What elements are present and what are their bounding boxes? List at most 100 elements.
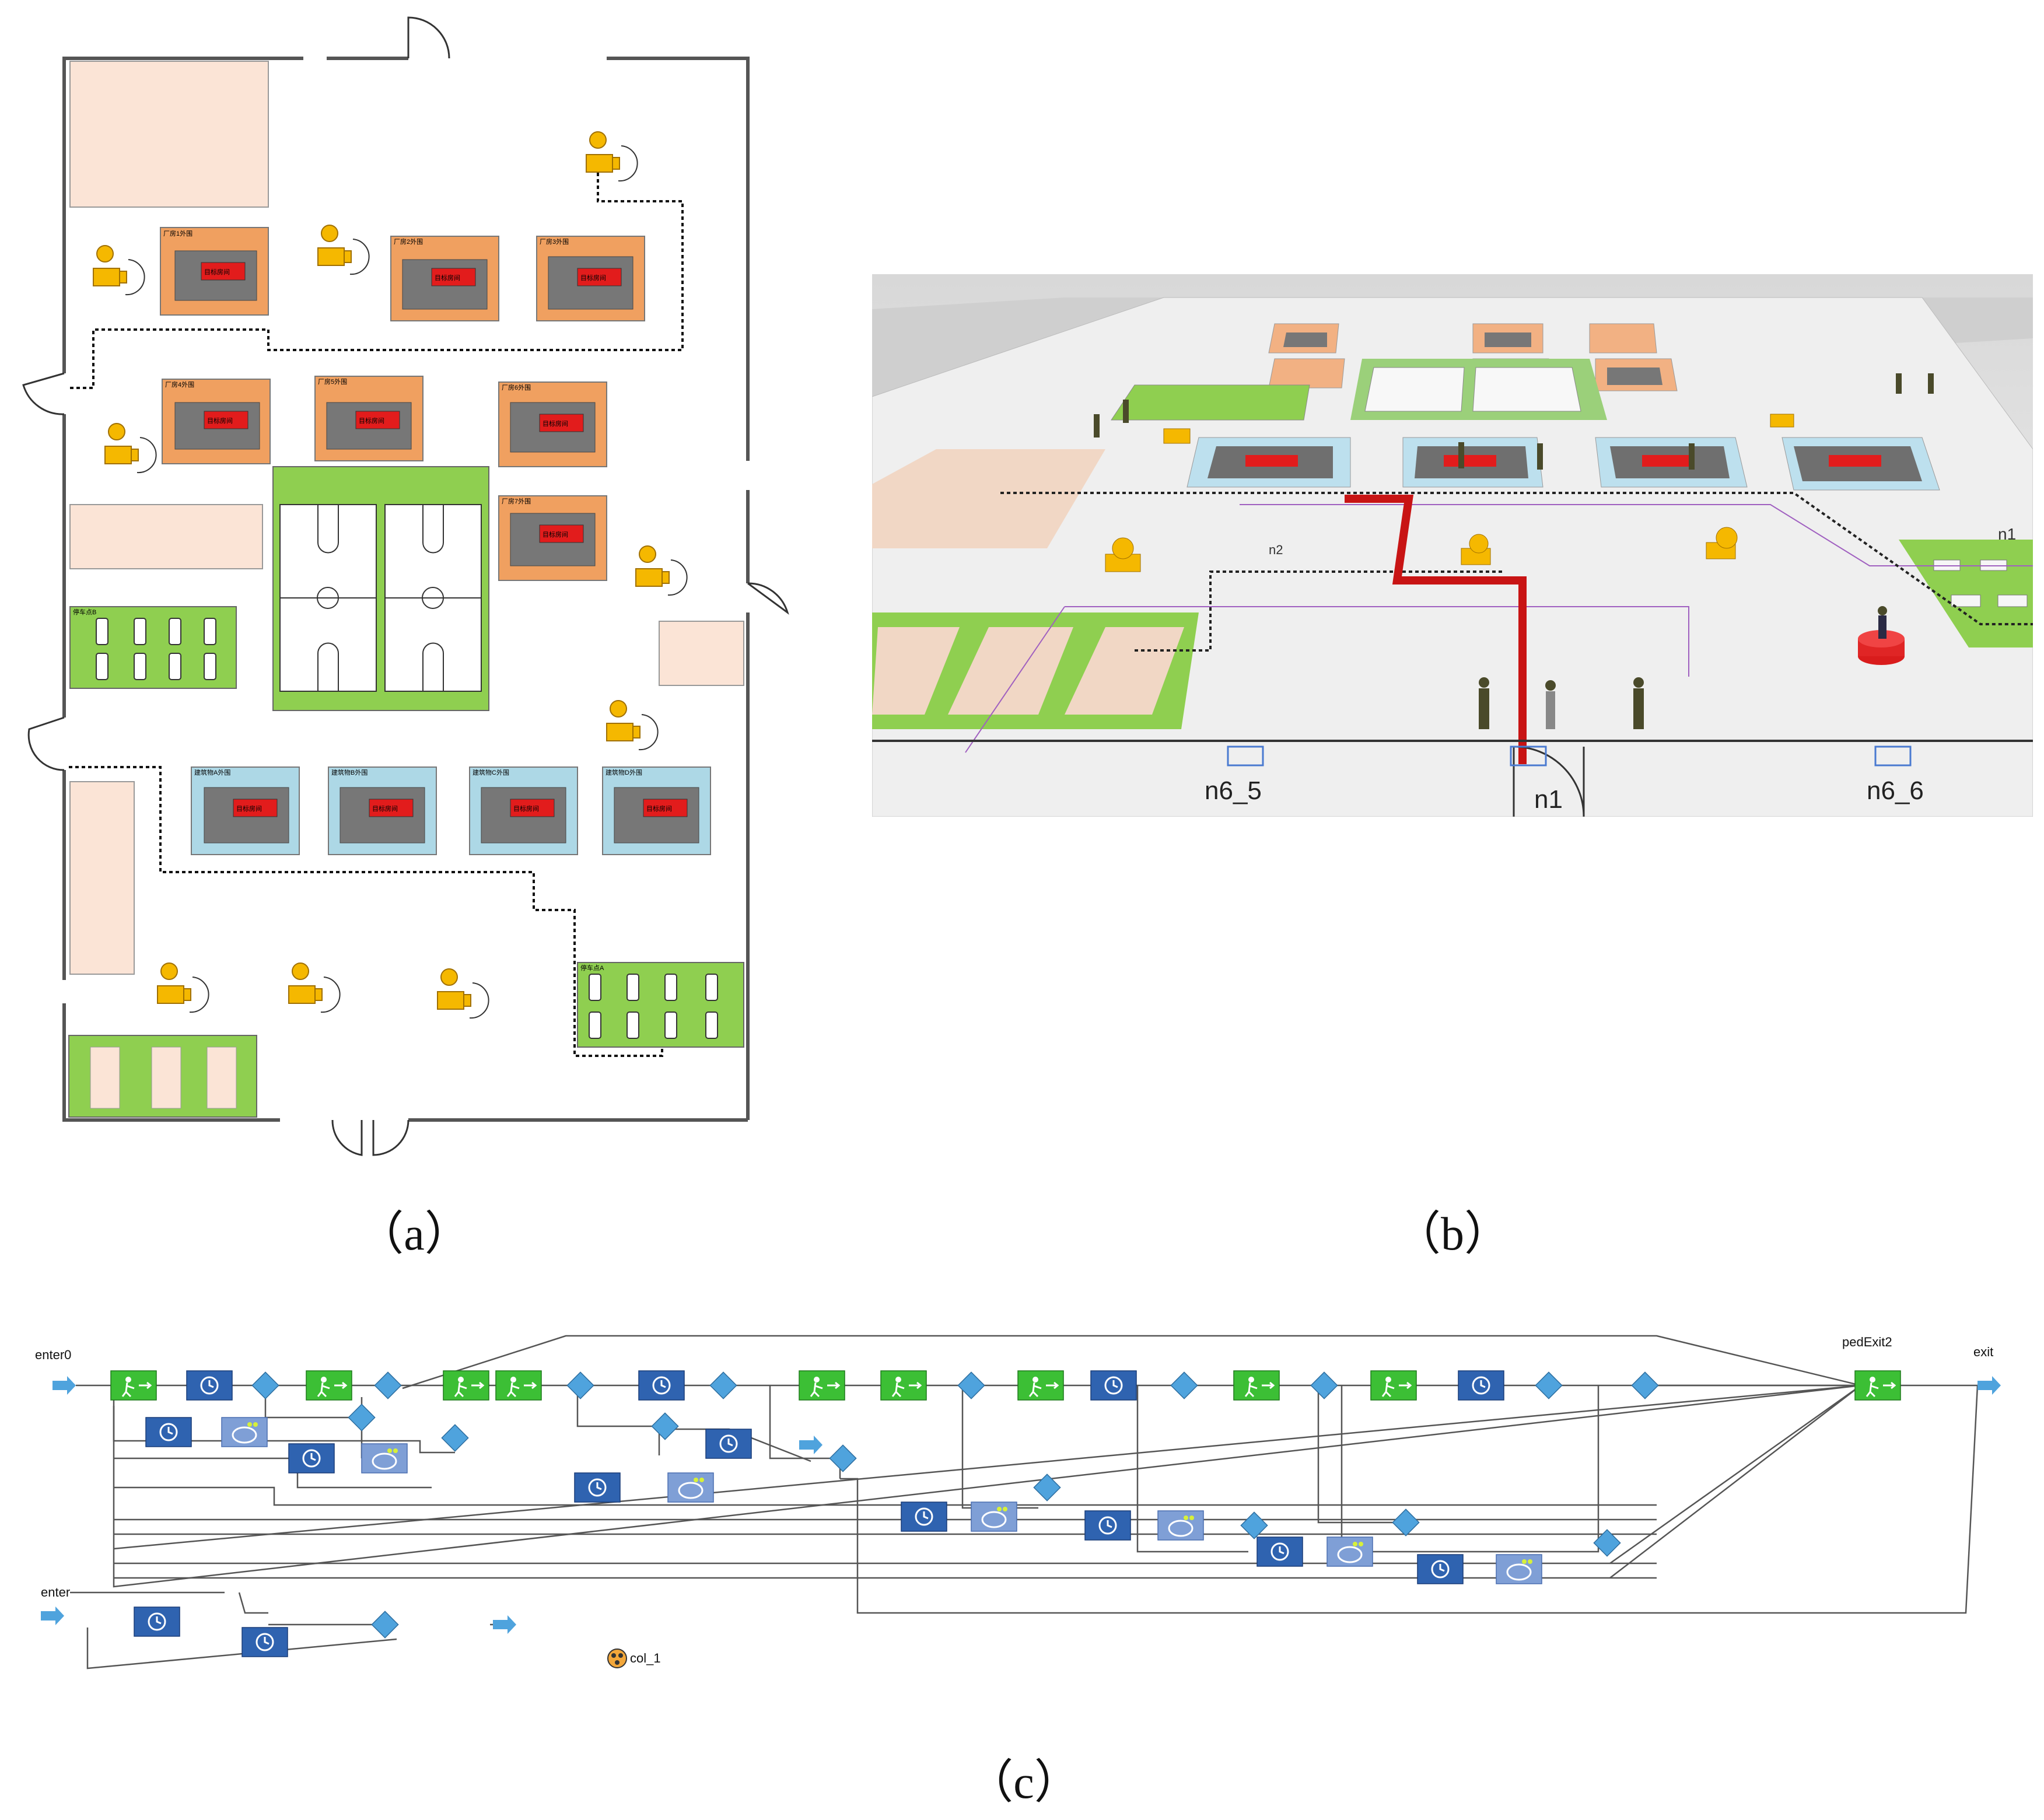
factory-label: 厂房3外围 [540, 238, 569, 246]
pedestrian-go-block[interactable] [110, 1370, 157, 1401]
service-block[interactable] [1496, 1554, 1542, 1584]
decision-diamond[interactable] [374, 1371, 402, 1399]
pedestrian-go-block[interactable] [1370, 1370, 1417, 1401]
decision-diamond[interactable] [371, 1611, 399, 1639]
process-flow-panel: enter0 enter pedExit2 exit col_1 [35, 1335, 2001, 1670]
pedestrian-go-block[interactable] [495, 1370, 542, 1401]
storage-areas [69, 61, 744, 975]
decision-diamond[interactable] [1170, 1371, 1198, 1399]
scene-lawn [872, 612, 1199, 729]
pedexit2-label: pedExit2 [1842, 1335, 1892, 1349]
flow-connector [1136, 1385, 1248, 1553]
camera-icon [437, 968, 489, 1019]
col-icon [607, 1648, 627, 1668]
factory-3: 厂房3外围 目标房间 [536, 236, 645, 321]
delay-block[interactable] [1417, 1554, 1464, 1584]
decision-diamond[interactable] [251, 1371, 279, 1399]
decision-diamond[interactable] [1240, 1511, 1268, 1539]
delay-block[interactable] [145, 1417, 192, 1447]
parking-label: 停车点B [73, 608, 96, 616]
delay-block[interactable] [1084, 1510, 1131, 1541]
target-room-label: 目标房间 [372, 804, 398, 813]
delay-block[interactable] [186, 1370, 233, 1401]
parking-label: 停车点A [580, 964, 604, 972]
decision-diamond[interactable] [651, 1412, 679, 1440]
service-block[interactable] [971, 1502, 1017, 1532]
flow-arrow-icon [799, 1436, 822, 1454]
flow-arrow-icon [52, 1376, 76, 1395]
building-label: 建筑物D外围 [606, 768, 642, 776]
target-room-label: 目标房间 [435, 274, 460, 282]
delay-block[interactable] [1256, 1536, 1303, 1567]
outer-walls [62, 57, 750, 1122]
delay-block[interactable] [705, 1429, 752, 1459]
flow-connector [1609, 1385, 1861, 1578]
decision-diamond[interactable] [1535, 1371, 1563, 1399]
camera-icon [93, 245, 145, 296]
camera-icon [104, 423, 157, 474]
pedestrian-go-block[interactable] [799, 1370, 845, 1401]
factory-6: 厂房6外围 目标房间 [498, 382, 607, 467]
decision-diamond[interactable] [709, 1371, 737, 1399]
door-swings [22, 16, 789, 1156]
decision-diamond[interactable] [1392, 1508, 1420, 1536]
pedestrian-go-block[interactable] [306, 1370, 352, 1401]
pedestrian-go-block[interactable] [1017, 1370, 1064, 1401]
decision-diamond[interactable] [957, 1371, 985, 1399]
node-label: n1 [1534, 785, 1563, 814]
service-block[interactable] [667, 1472, 714, 1503]
flow-connector [840, 1385, 1979, 1614]
pedestrian-go-block[interactable] [1233, 1370, 1280, 1401]
floor-plan-panel: 厂房1外围 目标房间 厂房2外围 目标房间 厂房3外围 目标房间 厂房4外围 目… [22, 16, 789, 1156]
delay-block[interactable] [901, 1502, 947, 1532]
decision-diamond[interactable] [1310, 1371, 1338, 1399]
lawn-area [68, 1035, 257, 1118]
exit-label: exit [1973, 1345, 1993, 1359]
flow-connector [238, 1592, 268, 1614]
building-a: 建筑物A外围 目标房间 [191, 766, 300, 855]
factory-label: 厂房1外围 [163, 230, 192, 237]
caption-a: （a） [357, 1209, 471, 1260]
flow-connector [961, 1385, 1038, 1509]
decision-diamond[interactable] [1631, 1371, 1659, 1399]
flow-connector [576, 1385, 660, 1455]
service-block[interactable] [1157, 1510, 1204, 1541]
sports-area [272, 466, 489, 711]
service-block[interactable] [221, 1417, 268, 1447]
factory-label: 厂房6外围 [502, 384, 531, 391]
delay-block[interactable] [288, 1443, 335, 1474]
decision-diamond[interactable] [566, 1371, 594, 1399]
parking-a: 停车点A [577, 962, 744, 1048]
flow-connector [1609, 1384, 1861, 1564]
col-label: col_1 [630, 1651, 661, 1665]
decision-diamond[interactable] [1033, 1474, 1061, 1502]
pedestrian-go-block[interactable] [1854, 1370, 1901, 1401]
service-block[interactable] [361, 1443, 408, 1474]
pedestrian-go-block[interactable] [443, 1370, 489, 1401]
flow-connector [1317, 1385, 1400, 1524]
decision-diamond[interactable] [829, 1444, 857, 1472]
caption-b: （b） [1394, 1209, 1511, 1260]
delay-block[interactable] [1090, 1370, 1137, 1401]
pedestrian-go-block[interactable] [880, 1370, 927, 1401]
flow-arrow-icon [41, 1606, 64, 1625]
factory-1: 厂房1外围 目标房间 [160, 227, 269, 316]
flow-connector [114, 1486, 1657, 1506]
caption-c: （c） [967, 1757, 1081, 1808]
camera-icon [317, 225, 370, 275]
flow-connector [113, 1384, 1861, 1550]
delay-block[interactable] [134, 1606, 180, 1637]
decision-diamond[interactable] [348, 1404, 376, 1432]
flow-connector [1340, 1385, 1600, 1553]
camera-icon [606, 700, 659, 751]
target-room-label: 目标房间 [236, 804, 262, 813]
factory-label: 厂房2外围 [394, 238, 423, 246]
delay-block[interactable] [1458, 1370, 1504, 1401]
decision-diamond[interactable] [1593, 1529, 1621, 1557]
enter0-label: enter0 [35, 1348, 71, 1362]
delay-block[interactable] [638, 1370, 685, 1401]
service-block[interactable] [1326, 1536, 1373, 1567]
decision-diamond[interactable] [441, 1424, 469, 1452]
delay-block[interactable] [574, 1472, 621, 1503]
delay-block[interactable] [242, 1627, 288, 1657]
